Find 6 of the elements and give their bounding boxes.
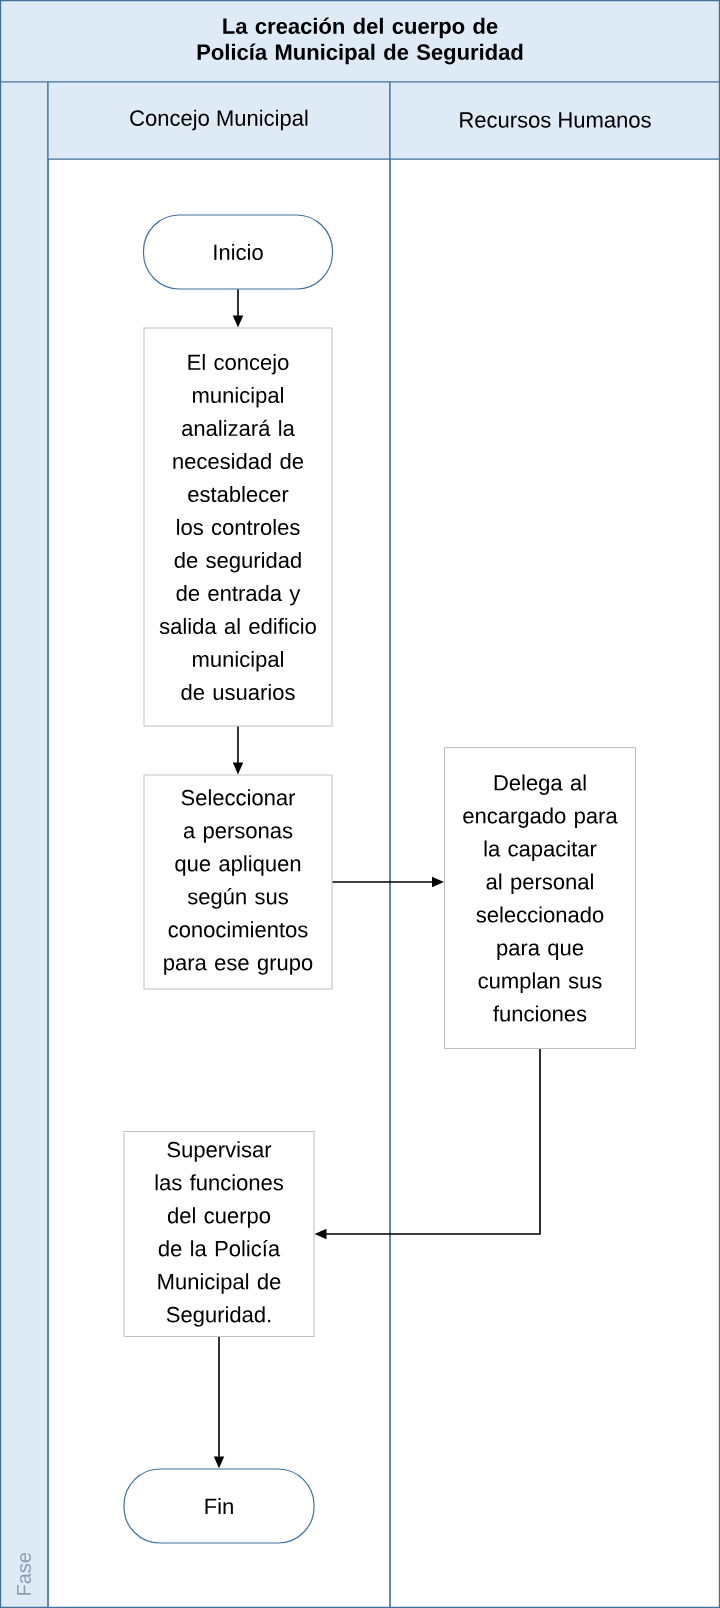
process-box: Delega al encargado para la capacitar al personal seleccionado para que cumplan sus funciones [444,747,636,1049]
process-box: Seleccionar a personas que apliquen según sus conocimientos para ese grupo [143,774,333,990]
node-label: Concejo Municipal [130,109,308,131]
process-box: El concejo municipal analizará la necesidad de establecer los controles de seguridad de entrada y salida al edificio municipal de usuarios [143,327,333,727]
process-box: Supervisar las funciones del cuerpo de la Policía Municipal de Seguridad. [123,1131,315,1337]
node-label: Recursos Humanos [460,112,651,128]
